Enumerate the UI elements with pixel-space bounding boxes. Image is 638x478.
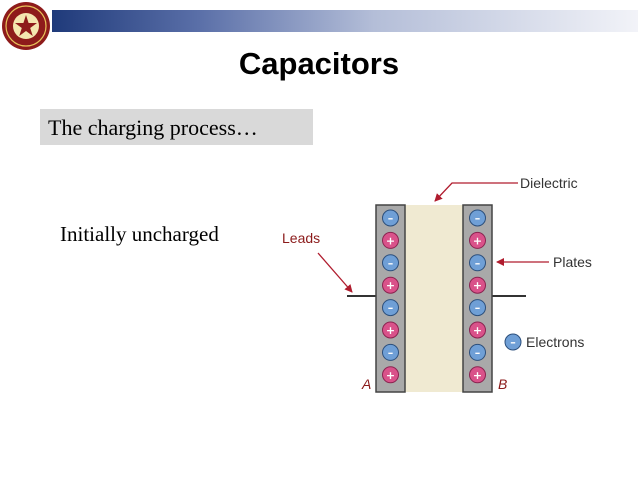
slide-subtitle: The charging process… [48, 115, 258, 140]
plate-a-charge-symbol: + [386, 369, 395, 382]
plate-b-charges: – + – + – + – + [469, 209, 486, 384]
subtitle-box: The charging process… [40, 109, 313, 145]
electron-legend-symbol: – [510, 336, 516, 349]
plate-b-charge-symbol: – [475, 302, 481, 315]
plate-b-charge-symbol: + [473, 369, 482, 382]
plate-a-charge-symbol: – [388, 346, 394, 359]
plate-a-charge-symbol: + [386, 234, 395, 247]
dielectric-label: Dielectric [520, 175, 578, 191]
plate-a-charge-symbol: + [386, 324, 395, 337]
plate-a-electron [382, 299, 399, 317]
plate-a-positive-charge [382, 276, 399, 294]
state-caption: Initially uncharged [60, 222, 219, 246]
dielectric-arrow [434, 182, 518, 202]
plate-a-charge-symbol: – [388, 257, 394, 270]
header-gradient-bar [52, 10, 638, 32]
dielectric-slab [405, 205, 463, 392]
electron-legend-icon [504, 333, 522, 351]
plate-b-positive-charge [469, 321, 486, 339]
plate-a-electron [382, 209, 399, 227]
plate-a-positive-charge [382, 366, 399, 384]
plate-b-electron [469, 299, 486, 317]
plate-a-label: A [361, 376, 371, 392]
plate-b-charge-symbol: + [473, 324, 482, 337]
plate-a-electron [382, 343, 399, 361]
plate-b-electron [469, 209, 486, 227]
plate-a-positive-charge [382, 321, 399, 339]
plate-a-positive-charge [382, 231, 399, 249]
plate-b-electron [469, 254, 486, 272]
university-seal-icon [2, 2, 50, 50]
plate-b-charge-symbol: – [475, 346, 481, 359]
plate-b-charge-symbol: – [475, 257, 481, 270]
plate-b-label: B [498, 376, 507, 392]
plate-b-charge-symbol: + [473, 279, 482, 292]
plate-b-positive-charge [469, 366, 486, 384]
plate-b-positive-charge [469, 276, 486, 294]
plate-a-charge-symbol: + [386, 279, 395, 292]
plate-b-charge-symbol: – [475, 212, 481, 225]
plate-a-charge-symbol: – [388, 212, 394, 225]
plates-label: Plates [553, 254, 592, 270]
plate-a-electron [382, 254, 399, 272]
leads-label: Leads [282, 230, 320, 246]
plate-a-charges: – + – + – + – + [382, 209, 399, 384]
plate-b-electron [469, 343, 486, 361]
leads-arrow [317, 252, 353, 293]
electrons-label: Electrons [526, 334, 584, 350]
plate-a-charge-symbol: – [388, 302, 394, 315]
plate-b-charge-symbol: + [473, 234, 482, 247]
plate-b-positive-charge [469, 231, 486, 249]
slide-title: Capacitors [238, 46, 400, 81]
